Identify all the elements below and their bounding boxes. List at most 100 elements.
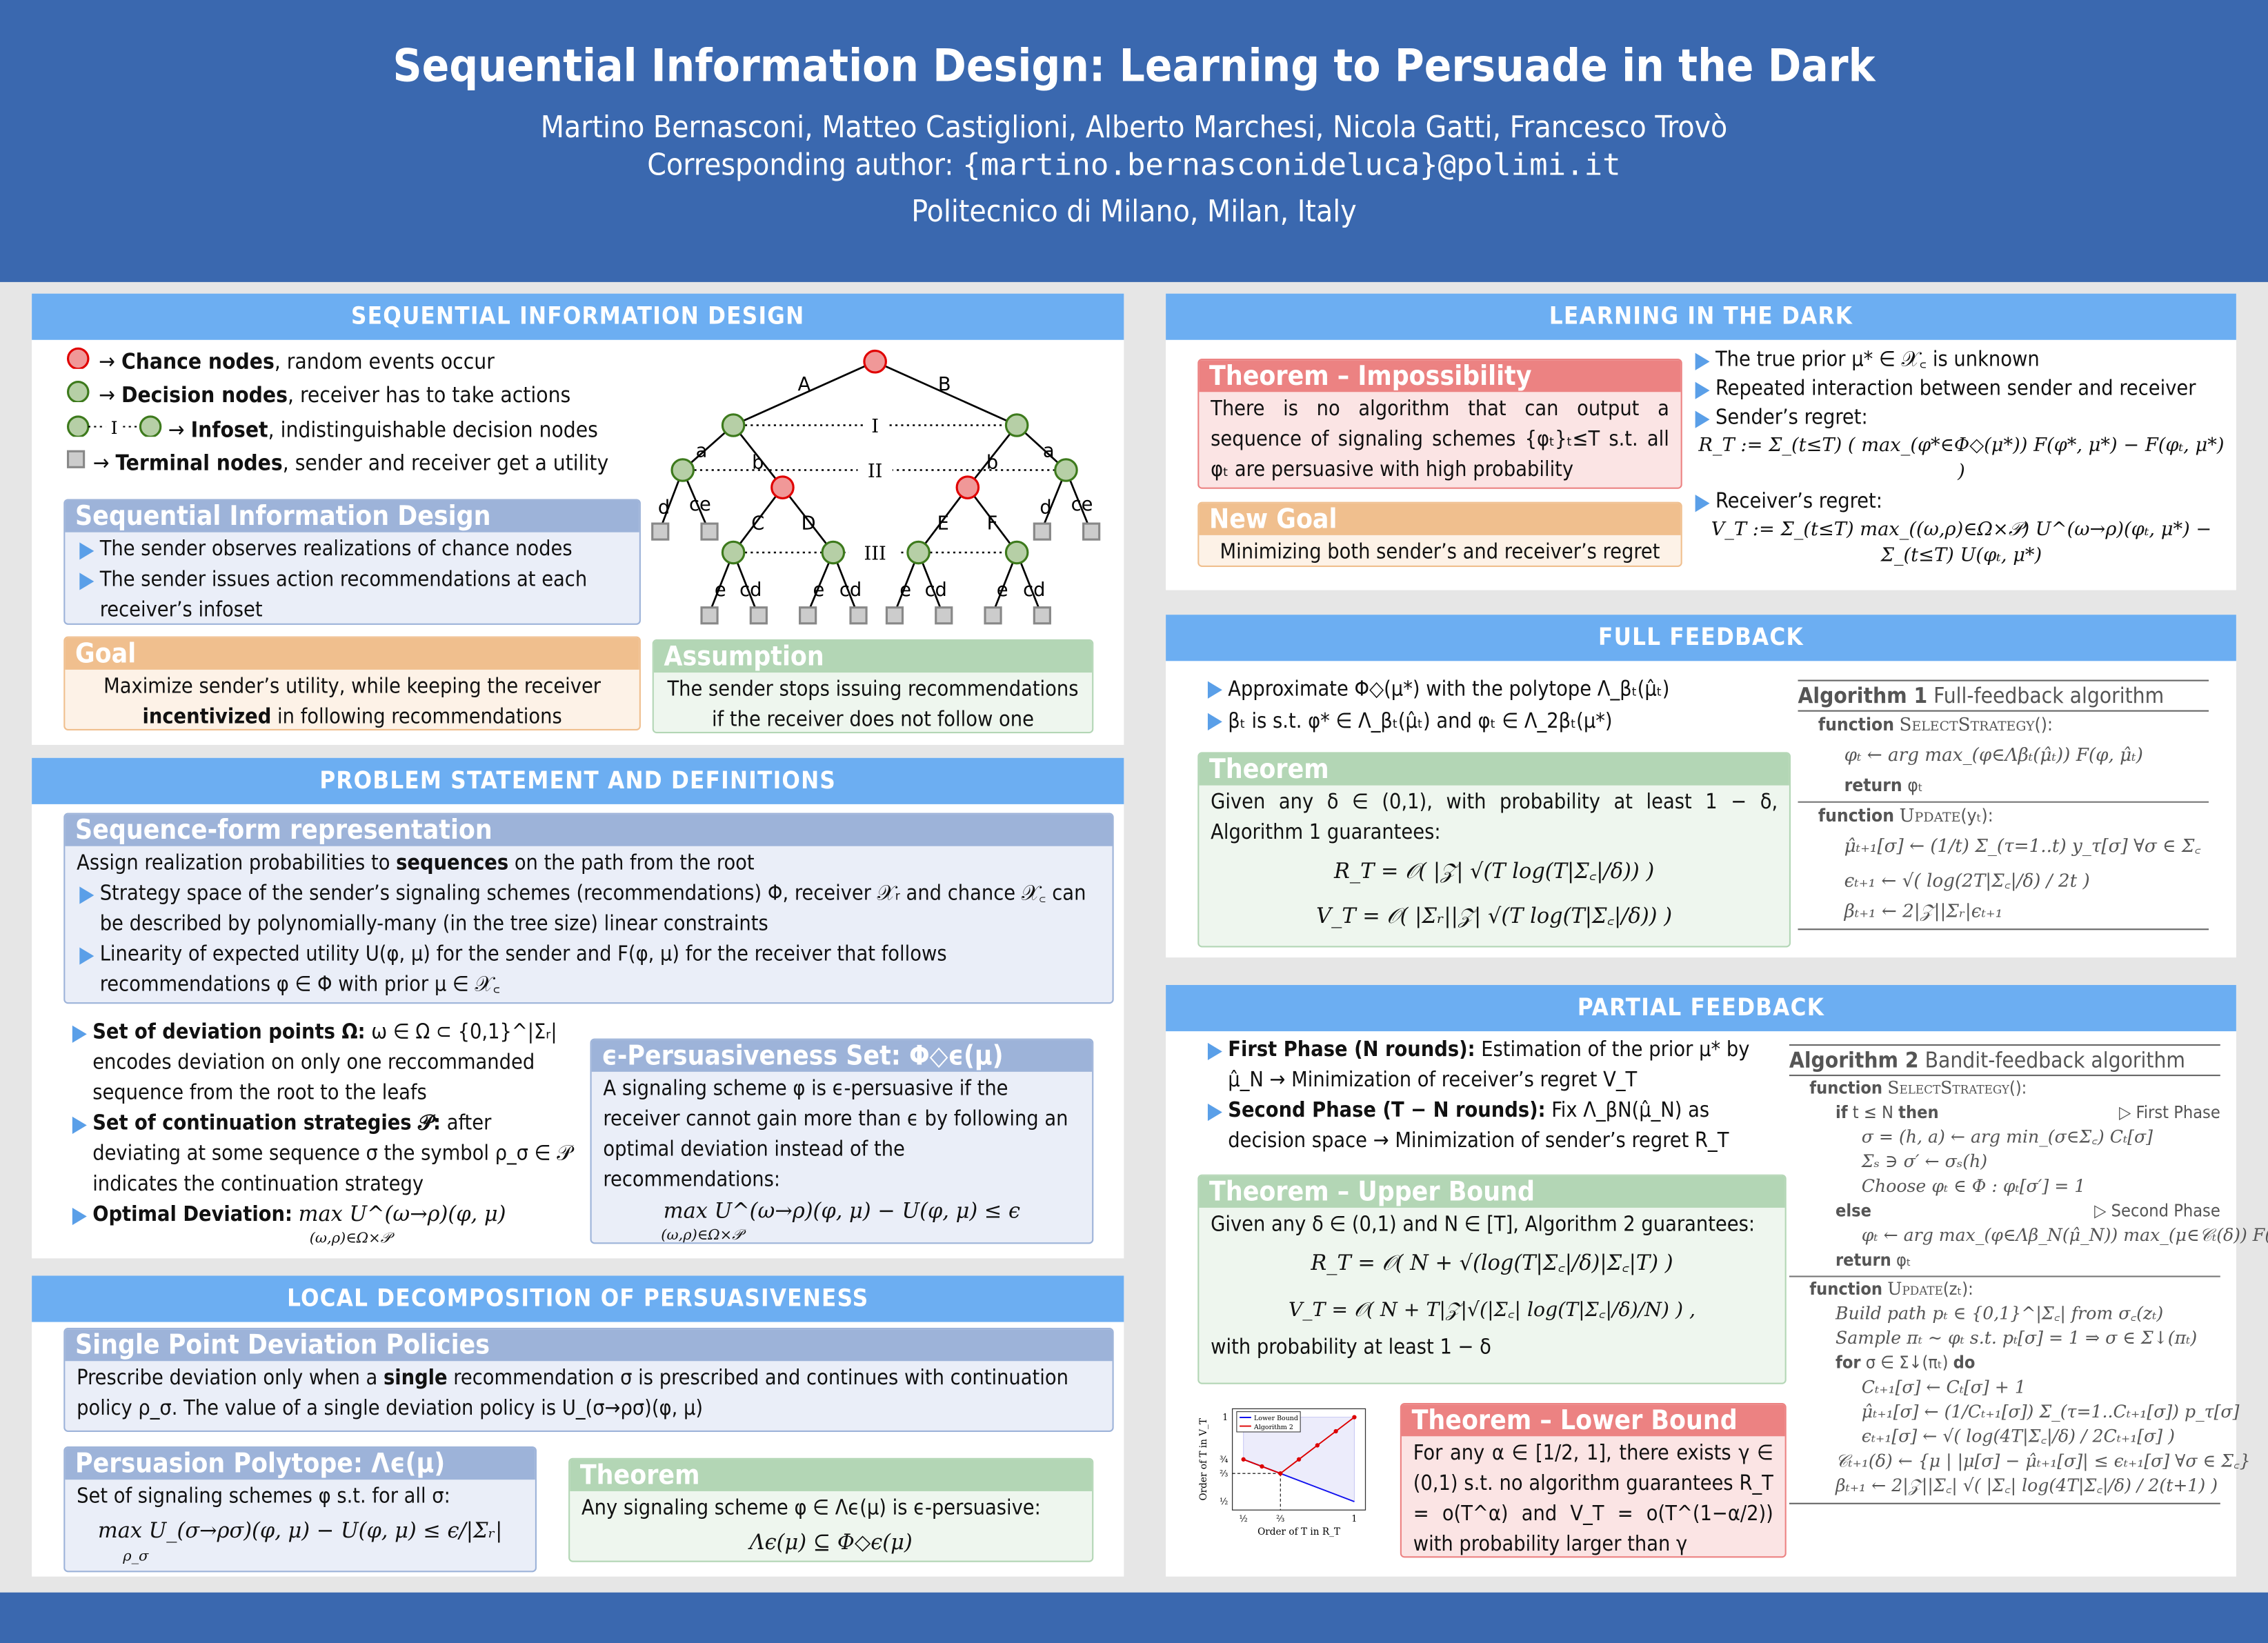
- code: μ̂ₜ₊₁[σ] ← (1/Cₜ₊₁[σ]) Σ_(τ=1..Cₜ₊₁[σ]) …: [1861, 1401, 2240, 1422]
- bold-text: Set of deviation points Ω:: [92, 1021, 366, 1044]
- poster-header: Sequential Information Design: Learning …: [0, 0, 2268, 282]
- x-tick-label: ½: [1240, 1513, 1248, 1524]
- keyword: else: [1836, 1200, 1871, 1221]
- section-sequential-information-design: SEQUENTIAL INFORMATION DESIGN → Chance n…: [32, 293, 1124, 745]
- formula-subscript: (ω,ρ)∈Ω×𝒫: [309, 1231, 391, 1247]
- list-item: Set of deviation points Ω: ω ∈ Ω ⊂ {0,1}…: [70, 1018, 579, 1109]
- code: t ≤ N: [1847, 1102, 1899, 1123]
- list-item: Sender’s regret:: [1692, 404, 2230, 432]
- algorithm-line: function Update(yₜ):: [1798, 803, 2209, 829]
- keyword: for: [1836, 1352, 1861, 1373]
- text: after deviating at some sequence σ the s…: [92, 1112, 573, 1197]
- keyword: function: [1818, 804, 1895, 826]
- game-tree-diagram: I II III A B a b b a d ce d ce C D E F e…: [651, 349, 1101, 625]
- list-item: Second Phase (T − N rounds): Fix Λ_βN(μ̂…: [1205, 1096, 1762, 1157]
- legend-terminal: → Terminal nodes, sender and receiver ge…: [66, 447, 645, 481]
- block-title: Theorem: [1199, 753, 1789, 786]
- bold-text: sequences: [396, 852, 509, 875]
- arrow: →: [99, 382, 115, 408]
- algorithm-title: Algorithm 2 Bandit-feedback algorithm: [1789, 1044, 2220, 1077]
- corresponding-label: Corresponding author:: [647, 147, 954, 183]
- y-tick-label: ½: [1220, 1496, 1228, 1506]
- theorem-text: Given any δ ∈ (0,1) and N ∈ [T], Algorit…: [1211, 1213, 1755, 1237]
- legend-infoset: I → Infoset, indistinguishable decision …: [66, 413, 645, 447]
- keyword: do: [1953, 1352, 1976, 1373]
- block-title: Sequential Information Design: [65, 500, 639, 532]
- code: Choose φₜ ∈ Φ : φₜ[σ′] = 1: [1861, 1175, 2086, 1197]
- list-item: Optimal Deviation: max U^(ω→ρ)(φ, μ)(ω,ρ…: [70, 1200, 579, 1247]
- data-point: [1315, 1443, 1320, 1448]
- list-item: The true prior μ* ∈ 𝒳꜀ is unknown: [1692, 346, 2230, 375]
- algorithm-line: ϵₜ₊₁[σ] ← √( log(4T|Σ꜀|/δ) / 2Cₜ₊₁[σ] ): [1789, 1424, 2220, 1449]
- legend-box: [1236, 1411, 1301, 1433]
- edge-label: e: [899, 579, 911, 601]
- edge-label: cd: [1023, 579, 1045, 601]
- section-title: LEARNING IN THE DARK: [1166, 293, 2236, 340]
- comment: ▷ First Phase: [2118, 1102, 2220, 1123]
- arrow: →: [168, 416, 185, 442]
- code: σ ∈ Σ↓(πₜ): [1860, 1352, 1953, 1373]
- formula: max U^(ω→ρ)(φ, μ) − U(φ, μ) ≤ ϵ: [663, 1200, 1021, 1224]
- block-title: Single Point Deviation Policies: [65, 1329, 1113, 1362]
- block-title: Theorem – Impossibility: [1199, 360, 1681, 392]
- infoset-label: I: [871, 416, 879, 437]
- keyword: return: [1844, 773, 1902, 796]
- legend-term: Decision nodes: [121, 382, 288, 408]
- infoset-label: I: [111, 417, 118, 436]
- code: σ = (h, a) ← arg min_(σ∈Σ꜀) Cₜ[σ]: [1861, 1126, 2153, 1147]
- code: ():: [2009, 1077, 2027, 1098]
- section-title: SEQUENTIAL INFORMATION DESIGN: [32, 293, 1124, 340]
- section-title: FULL FEEDBACK: [1166, 615, 2236, 661]
- upper-bound-theorem-block: Theorem – Upper Bound Given any δ ∈ (0,1…: [1197, 1174, 1787, 1384]
- data-point: [1260, 1464, 1264, 1469]
- algorithm-line: Σₛ ∋ σ′ ← σₛ(h): [1789, 1150, 2220, 1175]
- algorithm-line: σ = (h, a) ← arg min_(σ∈Σ꜀) Cₜ[σ]: [1789, 1125, 2220, 1150]
- algorithm-line: Choose φₜ ∈ Φ : φₜ[σ′] = 1: [1789, 1175, 2220, 1199]
- algorithm-line: Sample πₜ ∼ φₜ s.t. pₜ[σ] = 1 ⇒ σ ∈ Σ↓(π…: [1789, 1326, 2220, 1351]
- assumption-text: The sender stops issuing recommendations…: [667, 678, 1079, 733]
- sid-block: Sequential Information Design The sender…: [63, 499, 641, 625]
- edge-label: b: [986, 452, 998, 473]
- edge-label: b: [752, 452, 764, 473]
- poster-footer: [0, 1592, 2268, 1643]
- goal-block: Goal Maximize sender’s utility, while ke…: [63, 636, 641, 730]
- terminal-node-icon: [66, 450, 86, 468]
- code: βₜ₊₁ ← 2|𝒵||Σᵣ|ϵₜ₊₁: [1844, 899, 2003, 922]
- comment: ▷ Second Phase: [2094, 1200, 2220, 1221]
- goal-text: Maximize sender’s utility, while keeping…: [103, 675, 601, 699]
- list-item: The sender observes realizations of chan…: [77, 535, 628, 566]
- block-title: New Goal: [1199, 503, 1681, 535]
- definition-text: Set of signaling schemes φ s.t. for all …: [77, 1485, 450, 1509]
- edge-label: cd: [739, 579, 762, 601]
- full-feedback-list: Approximate Φ◇(μ*) with the polytope Λ_β…: [1205, 674, 1784, 737]
- text: Prescribe deviation only when a: [77, 1366, 384, 1391]
- algorithm-1: Algorithm 1 Full-feedback algorithm func…: [1798, 679, 2209, 930]
- algorithm-line: Cₜ₊₁[σ] ← Cₜ[σ] + 1: [1789, 1375, 2220, 1400]
- legend-term: Infoset: [190, 416, 268, 442]
- poster-title: Sequential Information Design: Learning …: [392, 40, 1876, 93]
- corresponding-email[interactable]: {martino.bernasconideluca}@polimi.it: [962, 147, 1621, 183]
- algorithm-name: Bandit-feedback algorithm: [1924, 1047, 2186, 1073]
- function-name: Update: [1899, 804, 1961, 826]
- y-axis-label: Order of T in V_T: [1198, 1418, 1209, 1501]
- decision-node-icon: [66, 381, 90, 404]
- eps-persuasiveness-block: ϵ-Persuasiveness Set: Φ◇ϵ(μ) A signaling…: [590, 1038, 1094, 1244]
- data-point: [1278, 1471, 1283, 1476]
- section-title: PROBLEM STATEMENT AND DEFINITIONS: [32, 757, 1124, 804]
- edge-label: D: [802, 512, 816, 534]
- theorem-text: Any signaling scheme φ ∈ Λϵ(μ) is ϵ-pers…: [581, 1497, 1041, 1520]
- code: Cₜ₊₁[σ] ← Cₜ[σ] + 1: [1861, 1377, 2026, 1397]
- theorem-text: with probability at least 1 − δ: [1211, 1336, 1491, 1360]
- function-name: SelectStrategy: [1887, 1077, 2010, 1098]
- corresponding-author: Corresponding author: {martino.bernascon…: [0, 148, 2268, 182]
- theorem-text: There is no algorithm that can output a …: [1211, 397, 1669, 482]
- algorithm-line: return φₜ: [1789, 1248, 2220, 1273]
- formula: max U^(ω→ρ)(φ, μ): [298, 1203, 506, 1227]
- code: μ̂ₜ₊₁[σ] ← (1/t) Σ_(τ=1..t) y_τ[σ] ∀σ ∈ …: [1844, 834, 2201, 857]
- algorithm-label: Algorithm 2: [1789, 1047, 1919, 1073]
- function-name: Update: [1887, 1278, 1943, 1300]
- single-point-deviation-block: Single Point Deviation Policies Prescrib…: [63, 1327, 1114, 1432]
- list-item: First Phase (N rounds): Estimation of th…: [1205, 1035, 1762, 1096]
